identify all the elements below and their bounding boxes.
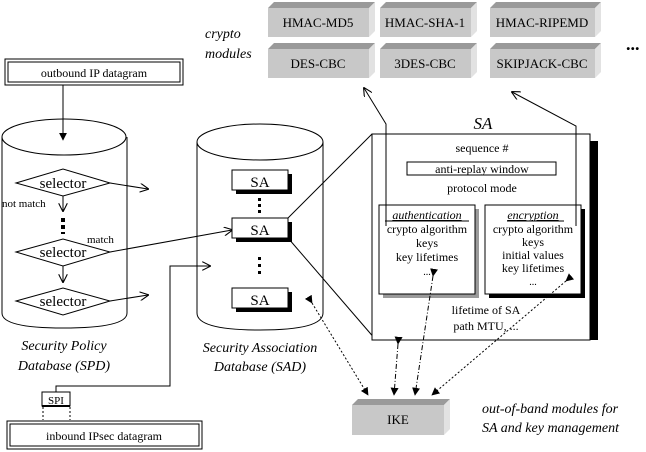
crypto-module-skipjack-cbc: SKIPJACK-CBC — [490, 43, 601, 78]
enc-item: keys — [522, 235, 544, 249]
spd-caption-line1: Security Policy — [21, 339, 107, 354]
crypto-module-label: 3DES-CBC — [394, 56, 455, 71]
auth-to-crypto-arrow — [364, 88, 387, 226]
auth-item: ... — [423, 267, 431, 278]
selector-1-out-arrow — [109, 182, 148, 189]
anti-replay-window-box — [406, 161, 557, 176]
outbound-ip-datagram-box: outbound IP datagram — [4, 58, 184, 86]
crypto-module-label: SKIPJACK-CBC — [496, 56, 587, 71]
spd-selector-3: selector — [14, 287, 112, 316]
selector-3-out-arrow — [109, 295, 148, 302]
ike-caption-line2: SA and key management — [482, 421, 620, 436]
sa-lifetime-label: lifetime of SA — [452, 303, 521, 317]
ike-sa-arrow — [390, 336, 403, 396]
sad-entry-3: SA — [231, 287, 292, 312]
spd-vertical-ellipsis — [61, 218, 65, 234]
sad-caption-line1: Security Association — [203, 341, 317, 356]
encryption-box: encryption crypto algorithm keys initial… — [484, 204, 585, 298]
authentication-box: authentication crypto algorithm keys key… — [378, 204, 479, 298]
sad-ellipsis-1 — [258, 198, 261, 213]
enc-item: crypto algorithm — [493, 222, 574, 236]
match-to-sa-arrow — [109, 230, 232, 253]
protocol-mode-label: protocol mode — [447, 181, 517, 195]
inbound-ipsec-datagram-box: inbound IPsec datagram — [6, 420, 203, 450]
sad-entry-2: SA — [231, 217, 292, 242]
spi-lookup-arrow — [55, 266, 210, 392]
sa-zoom-line-top — [287, 133, 373, 219]
anti-replay-window-label: anti-replay window — [435, 162, 529, 176]
crypto-module-label: HMAC-RIPEMD — [496, 15, 588, 30]
ike-label: IKE — [387, 412, 409, 427]
svg-text:outbound IP datagram: outbound IP datagram — [41, 66, 148, 80]
sa-path-mtu-label: path MTU, ... — [453, 319, 518, 333]
enc-item: ... — [529, 277, 537, 288]
spi-box: SPI — [41, 391, 71, 407]
svg-text:SA: SA — [250, 223, 269, 239]
svg-text:SPI: SPI — [48, 395, 64, 407]
crypto-module-hmac-ripemd: HMAC-RIPEMD — [490, 2, 601, 37]
encryption-title: encryption — [507, 208, 558, 222]
svg-text:inbound IPsec datagram: inbound IPsec datagram — [46, 429, 163, 443]
svg-text:SA: SA — [250, 175, 269, 191]
crypto-modules-label-line1: crypto — [205, 27, 241, 42]
crypto-module-label: HMAC-SHA-1 — [385, 15, 465, 30]
spd-selector-1: selector — [14, 168, 112, 197]
auth-item: key lifetimes — [396, 250, 459, 264]
not-match-label: not match — [2, 198, 46, 210]
spd-cylinder — [1, 118, 128, 329]
crypto-module-des-cbc: DES-CBC — [268, 43, 375, 78]
crypto-module-label: DES-CBC — [291, 56, 346, 71]
enc-item: key lifetimes — [502, 261, 565, 275]
sad-caption-line2: Database (SAD) — [213, 360, 306, 375]
sa-zoom-line-bottom — [287, 237, 377, 341]
sad-ellipsis-2 — [258, 257, 261, 274]
crypto-module-3des-cbc: 3DES-CBC — [380, 43, 477, 78]
auth-item: keys — [416, 236, 438, 250]
enc-to-crypto-arrow — [512, 92, 577, 226]
ike-sad-arrow — [304, 294, 369, 396]
svg-text:selector: selector — [40, 245, 87, 261]
enc-item: initial values — [502, 248, 564, 262]
authentication-title: authentication — [392, 208, 461, 222]
sa-sequence-number: sequence # — [456, 141, 509, 155]
svg-text:selector: selector — [40, 176, 87, 192]
auth-item: crypto algorithm — [387, 222, 468, 236]
crypto-module-hmac-sha1: HMAC-SHA-1 — [380, 2, 477, 37]
svg-text:SA: SA — [250, 293, 269, 309]
crypto-module-label: HMAC-MD5 — [283, 15, 354, 30]
svg-text:selector: selector — [40, 294, 87, 310]
sad-entry-1: SA — [231, 169, 292, 194]
crypto-module-hmac-md5: HMAC-MD5 — [268, 2, 375, 37]
spd-caption-line2: Database (SPD) — [17, 359, 110, 374]
ike-caption-line1: out-of-band modules for — [482, 402, 619, 417]
ike-enc-arrow — [431, 273, 575, 396]
ike-module: IKE — [352, 399, 450, 435]
crypto-modules-label: crypto modules — [205, 27, 252, 62]
ike-auth-arrow — [412, 268, 439, 396]
crypto-modules-label-line2: modules — [205, 47, 252, 62]
sa-detail-title: SA — [474, 114, 494, 133]
more-modules-ellipsis: ... — [626, 34, 640, 54]
match-label: match — [87, 234, 114, 246]
